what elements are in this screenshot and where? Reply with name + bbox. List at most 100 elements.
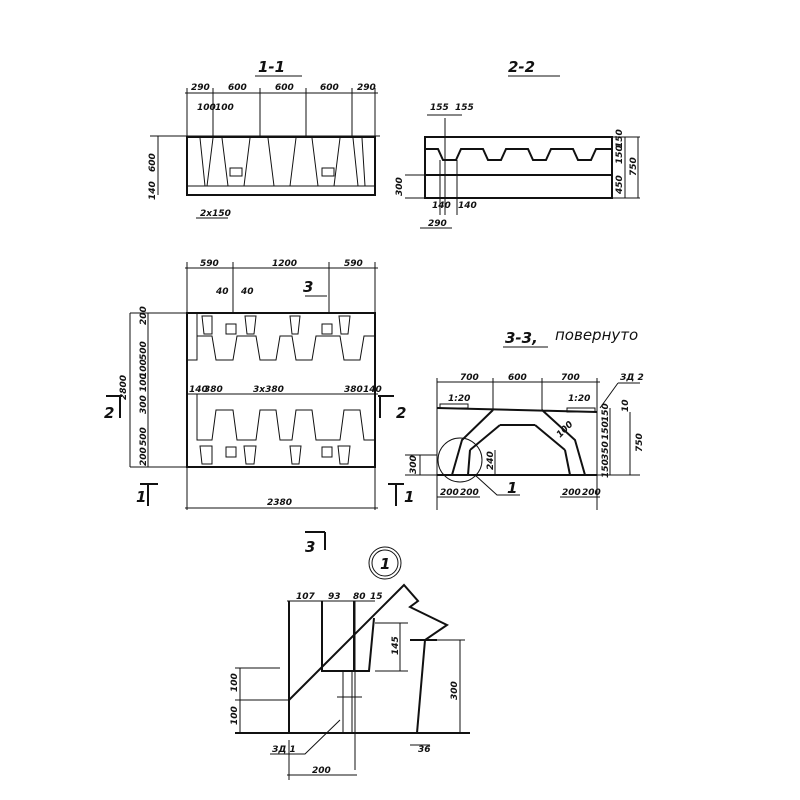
dim-label: 290	[191, 83, 210, 93]
dim-label: 700	[460, 373, 479, 383]
dim-label: 150	[615, 129, 625, 148]
leader-line	[270, 719, 341, 755]
dim-label: 10	[621, 399, 631, 412]
bottom-rib-row	[196, 394, 375, 441]
arch-profile	[436, 407, 598, 476]
anchor-rod	[337, 601, 362, 770]
section-3-marker	[305, 531, 326, 550]
embedded-part	[566, 407, 596, 413]
embedded-part	[439, 403, 469, 409]
dim-label: 290	[428, 219, 447, 229]
detail-1: 1 107 93 80 15 145 100 100 300 36 200 ЗД…	[230, 546, 470, 780]
section-mark: 2	[396, 404, 406, 422]
part-label: ЗД 2	[620, 373, 644, 383]
dim-label: 155	[455, 103, 474, 113]
dim-label: 300	[395, 177, 405, 196]
left-dimension	[405, 454, 437, 476]
slope-label: 1:20	[568, 394, 590, 404]
section-subtitle: повернуто	[555, 326, 638, 344]
section-1-marker-left	[140, 483, 158, 506]
section-title: 1-1	[258, 58, 285, 76]
dim-label: 2x150	[200, 209, 231, 219]
dim-label: 600	[275, 83, 294, 93]
dim-label: 93	[328, 592, 341, 602]
left-dimension	[235, 667, 289, 733]
plan-view: 590 1 200 590 40 40 3 140 380 3x380 380 1…	[104, 259, 414, 556]
section-1-marker-right	[388, 483, 404, 506]
dim-label: 600	[320, 83, 339, 93]
dim-label: 200	[139, 447, 149, 466]
leader-line	[599, 382, 640, 409]
section-title: 2-2	[508, 58, 535, 76]
dim-label: 100	[197, 103, 216, 113]
dim-label: 100	[230, 706, 240, 725]
dim-label: 300	[450, 681, 460, 700]
dim-label: 700	[561, 373, 580, 383]
dim-label: 2800	[119, 375, 129, 400]
section-2-marker-left	[106, 395, 122, 418]
block-outline	[186, 136, 376, 196]
dim-label: 145	[391, 636, 401, 655]
dim-label: 380	[204, 385, 223, 395]
dim-label: 590	[344, 259, 363, 269]
dim-label: 350	[601, 441, 611, 460]
dim-label: 750	[635, 433, 645, 452]
dim-label: 200	[582, 488, 601, 498]
mid-dimension	[375, 622, 408, 672]
section-mark: 3	[305, 538, 315, 556]
dim-label: 600	[228, 83, 247, 93]
dim-label: 300	[139, 395, 149, 414]
bottom-dimension	[287, 740, 357, 780]
dim-label: 140	[363, 385, 382, 395]
dim-label: 107	[296, 592, 316, 602]
slope-label: 1:20	[448, 394, 470, 404]
dim-label: 140	[148, 181, 158, 200]
detail-callout-circle	[437, 437, 483, 483]
dim-label: 200	[440, 488, 459, 498]
dim-label: 380	[344, 385, 363, 395]
dim-label: 80	[353, 592, 366, 602]
anchor-plate	[225, 446, 237, 458]
dim-label: 500	[139, 427, 149, 446]
dim-label: 200	[312, 766, 331, 776]
dim-label: 150	[601, 421, 611, 440]
dim-label: 2380	[267, 498, 292, 508]
section-3-3: 3-3, повернуто 700 600 700 ЗД 2 1:20 1:2…	[405, 326, 645, 510]
dim-label: 100	[139, 359, 149, 378]
anchor-plate	[225, 323, 237, 335]
section-mark: 3	[303, 278, 313, 296]
dim-label: 140	[189, 385, 208, 395]
part-label: ЗД 1	[272, 745, 296, 755]
rib-outlines	[199, 137, 366, 187]
rib-profile	[425, 148, 612, 161]
dim-label: 15	[370, 592, 383, 602]
anchor-plate	[321, 167, 335, 177]
dim-label: 36	[418, 745, 431, 755]
detail-marker-outer	[368, 546, 402, 580]
dim-label: 200	[460, 488, 479, 498]
dim-label: 40	[215, 287, 229, 297]
right-dimension	[437, 639, 465, 733]
callout-leader	[474, 474, 520, 496]
dim-label: 590	[200, 259, 219, 269]
section-2-marker-right	[378, 395, 394, 418]
section-mark: 2	[104, 404, 114, 422]
dim-label: 100	[139, 373, 149, 392]
dim-label: 100	[215, 103, 234, 113]
section-1-1: 1-1 290 600 600 600 290 100 100 600 140 …	[148, 58, 380, 219]
dim-label: 3x380	[253, 385, 284, 395]
section-mark: 1	[136, 488, 146, 506]
dim-label: 300	[409, 455, 419, 474]
dim-label: 100	[230, 673, 240, 692]
embedded-plates	[199, 315, 351, 465]
dim-label: 450	[615, 175, 625, 195]
anchor-plate	[321, 323, 333, 335]
detail-profile	[288, 583, 449, 734]
detail-marker-inner	[371, 549, 399, 577]
anchor-plate	[229, 167, 243, 177]
dim-label: 40	[240, 287, 254, 297]
dim-label: 200	[139, 306, 149, 325]
section-title: 3-3,	[505, 329, 538, 347]
